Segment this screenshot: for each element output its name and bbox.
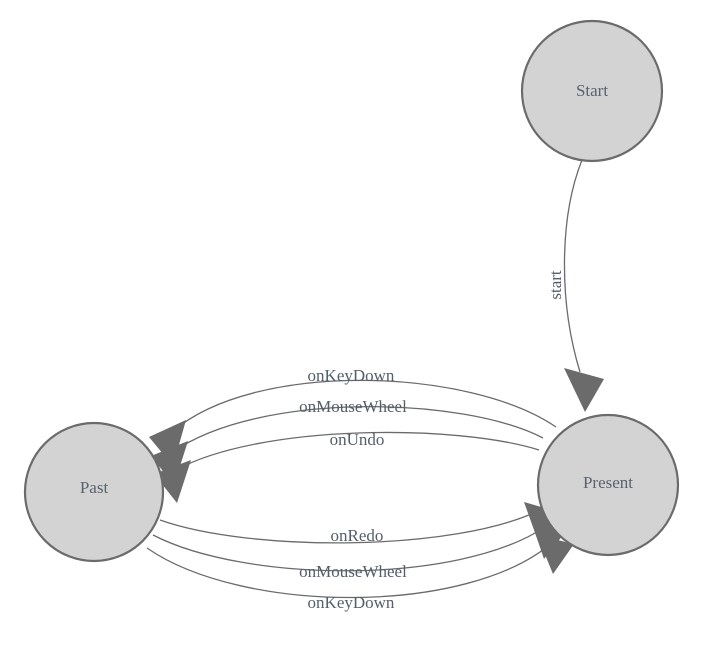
node-past-circle[interactable]	[23, 421, 165, 563]
edge-wheel-up-path	[172, 406, 544, 453]
edge-undo[interactable]	[154, 431, 540, 503]
edge-label-keydown-down: onKeyDown	[308, 593, 395, 612]
edge-label-keydown-up: onKeyDown	[308, 366, 395, 385]
node-start[interactable]: Start	[520, 19, 664, 163]
edge-label-wheel-down: onMouseWheel	[299, 562, 407, 581]
edge-start-arrowhead	[564, 368, 604, 412]
edge-keydown-up[interactable]	[149, 379, 557, 466]
edge-keydown-up-path	[171, 379, 557, 433]
edge-label-redo: onRedo	[331, 526, 384, 545]
node-past[interactable]: Past	[23, 421, 165, 563]
edge-keydown-down[interactable]	[146, 535, 574, 599]
edge-keydown-down-arrowhead	[537, 535, 574, 574]
nodes-layer: Start Past Present	[23, 19, 680, 563]
edge-wheel-down-path	[152, 526, 546, 572]
node-present-label: Present	[583, 473, 633, 492]
node-start-circle[interactable]	[520, 19, 664, 163]
edge-start[interactable]	[563, 159, 604, 412]
edge-start-path	[563, 159, 583, 373]
node-past-label: Past	[80, 478, 109, 497]
edge-undo-arrowhead	[154, 460, 191, 503]
edge-label-wheel-up: onMouseWheel	[299, 397, 407, 416]
edge-label-undo: onUndo	[330, 430, 385, 449]
node-present-circle[interactable]	[536, 413, 680, 557]
node-present[interactable]: Present	[536, 413, 680, 557]
edge-labels-layer: start onKeyDown onMouseWheel onUndo onRe…	[299, 270, 565, 612]
edge-label-start: start	[546, 270, 565, 300]
edge-redo-path	[159, 509, 541, 544]
edge-wheel-up-arrowhead	[151, 441, 188, 485]
edge-keydown-up-arrowhead	[149, 420, 186, 466]
edge-wheel-up[interactable]	[151, 406, 544, 485]
edge-keydown-down-path	[146, 541, 554, 599]
edge-undo-path	[175, 431, 540, 471]
node-start-label: Start	[576, 81, 608, 100]
